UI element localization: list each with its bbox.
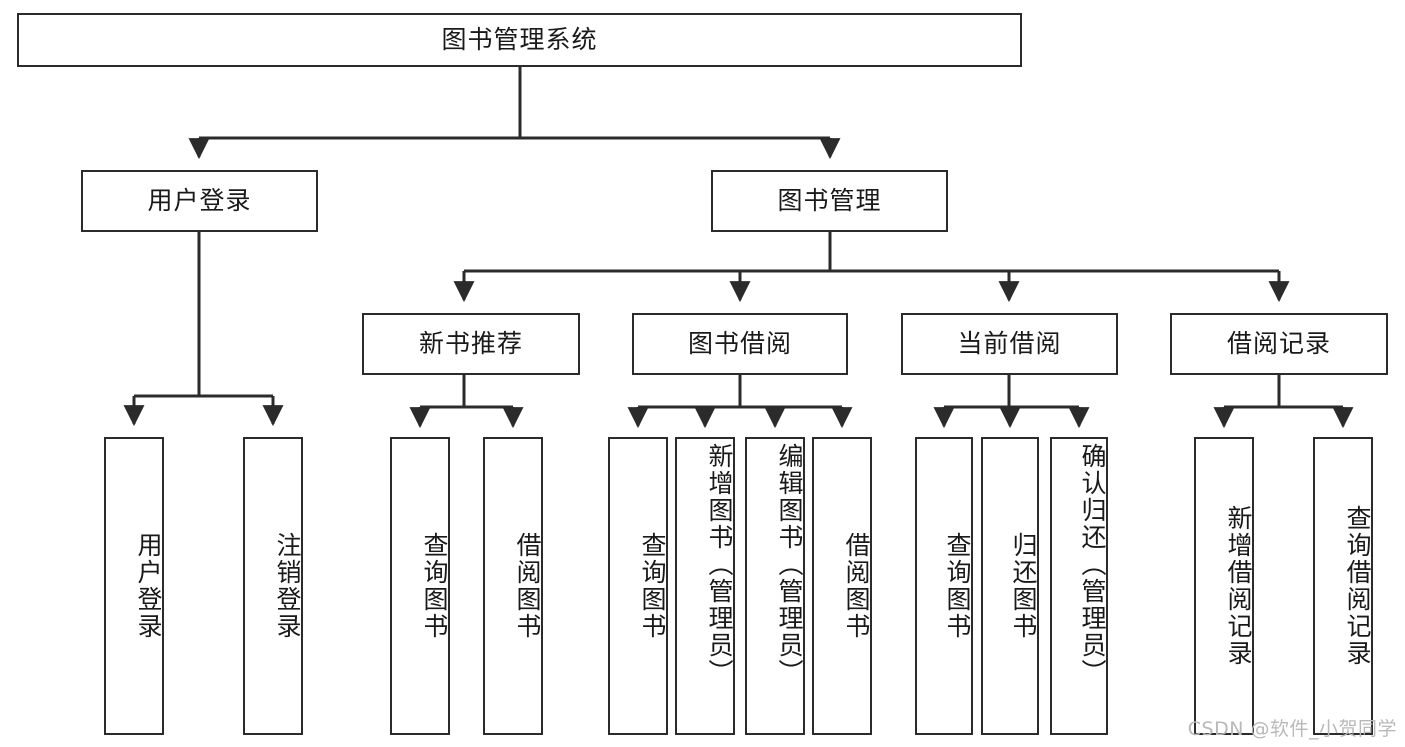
node-label: 编辑图书（管理员） [775,443,804,686]
node-leaf-query-record[interactable]: 查询借阅记录 [1313,437,1373,735]
node-label: 注销登录 [273,532,302,640]
node-label: 查询图书 [420,532,449,640]
node-label: 图书管理系统 [441,25,598,55]
node-book-borrow[interactable]: 图书借阅 [632,313,848,375]
node-leaf-user-logout[interactable]: 注销登录 [243,437,303,735]
node-label: 用户登录 [134,532,163,640]
node-label: 图书借阅 [687,329,792,359]
node-label: 用户登录 [147,186,252,216]
node-label: 确认归还（管理员） [1078,443,1107,686]
node-leaf-query-book-3[interactable]: 查询图书 [915,437,973,735]
node-book-management-system[interactable]: 图书管理系统 [17,13,1022,67]
node-label: 借阅记录 [1226,329,1331,359]
node-label: 图书管理 [777,186,882,216]
node-leaf-add-book[interactable]: 新增图书（管理员） [675,437,735,735]
node-leaf-add-record[interactable]: 新增借阅记录 [1194,437,1254,735]
node-label: 新书推荐 [418,329,523,359]
node-label: 借阅图书 [842,532,871,640]
node-new-book-recommend[interactable]: 新书推荐 [362,313,580,375]
node-label: 新增图书（管理员） [705,443,734,686]
node-leaf-borrow-book-1[interactable]: 借阅图书 [483,437,543,735]
node-borrow-record[interactable]: 借阅记录 [1170,313,1388,375]
node-user-login[interactable]: 用户登录 [81,170,318,232]
node-leaf-return-book[interactable]: 归还图书 [981,437,1039,735]
node-book-management[interactable]: 图书管理 [711,170,948,232]
node-leaf-confirm-return[interactable]: 确认归还（管理员） [1050,437,1108,735]
node-label: 归还图书 [1009,532,1038,640]
node-leaf-user-login[interactable]: 用户登录 [104,437,164,735]
node-label: 新增借阅记录 [1224,505,1253,667]
node-current-borrow[interactable]: 当前借阅 [901,313,1118,375]
node-label: 查询借阅记录 [1343,505,1372,667]
node-leaf-query-book-2[interactable]: 查询图书 [608,437,668,735]
node-leaf-query-book-1[interactable]: 查询图书 [390,437,450,735]
watermark: CSDN @软件_小贺同学 [1187,718,1397,740]
node-label: 当前借阅 [957,329,1062,359]
node-label: 借阅图书 [513,532,542,640]
node-leaf-borrow-book-2[interactable]: 借阅图书 [812,437,872,735]
node-leaf-edit-book[interactable]: 编辑图书（管理员） [745,437,805,735]
node-label: 查询图书 [943,532,972,640]
node-label: 查询图书 [638,532,667,640]
